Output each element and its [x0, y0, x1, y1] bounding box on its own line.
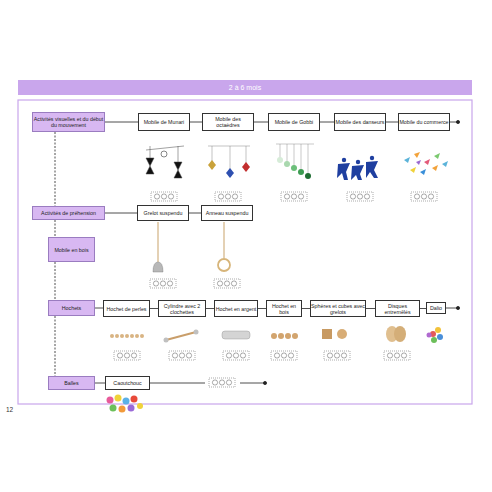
box-label: Activités de préhension — [41, 210, 96, 216]
item-box: Anneau suspendu — [201, 205, 253, 221]
item-box: Grelot suspendu — [137, 205, 189, 221]
item-box: Dalio — [426, 302, 446, 314]
category-box: Hochets — [48, 300, 95, 316]
hochets-illustrations — [110, 326, 443, 343]
timeline-line — [206, 308, 214, 309]
timeline-line — [302, 308, 310, 309]
timeline-line — [95, 308, 103, 309]
timeline-line — [386, 122, 398, 123]
box-label: Cylindre avec 2 clochettes — [159, 303, 205, 315]
title-band: 2 à 6 mois — [18, 80, 472, 95]
category-box: Activités de préhension — [32, 206, 105, 220]
timeline-line — [189, 213, 201, 214]
item-box: Hochet de perles — [103, 300, 150, 317]
check-circles — [114, 192, 437, 387]
timeline-line — [366, 308, 375, 309]
box-label: Mobile des octaèdres — [203, 116, 253, 128]
mobile-munari — [146, 146, 184, 178]
item-box: Mobile du commerce — [398, 113, 450, 131]
item-box: Mobile de Munari — [138, 113, 190, 131]
dashed-spine — [55, 262, 56, 300]
balles-illustration — [107, 395, 144, 413]
timeline-line — [150, 308, 158, 309]
timeline-line — [190, 122, 202, 123]
box-label: Balles — [64, 380, 78, 386]
box-label: Sphères et cubes avec grelots — [311, 303, 365, 315]
box-label: Mobile de Gobbi — [275, 119, 314, 125]
item-box: Disques entremêlés — [375, 300, 420, 317]
dashed-spine — [55, 316, 56, 376]
box-label: Activités visuelles et du début du mouve… — [33, 116, 104, 128]
timeline-line — [105, 213, 137, 214]
category-box: Balles — [48, 376, 95, 390]
dashed-spine — [55, 132, 56, 206]
anneau-illustration — [218, 222, 230, 271]
timeline-line — [105, 122, 138, 123]
box-label: Mobile en bois — [54, 247, 88, 253]
timeline-line — [254, 122, 268, 123]
box-label: Mobile des danseurs — [336, 119, 385, 125]
grelot-illustration — [153, 222, 163, 272]
mobile-commerce — [404, 152, 448, 175]
item-box: Mobile de Gobbi — [268, 113, 320, 131]
mobile-gobbi — [276, 144, 314, 179]
box-label: Mobile de Munari — [144, 119, 185, 125]
box-label: Hochet de perles — [106, 306, 146, 312]
box-label: Disques entremêlés — [376, 303, 419, 315]
dashed-spine — [55, 220, 56, 237]
item-box: Hochet en argent — [214, 300, 258, 317]
timeline-line — [258, 308, 266, 309]
category-box: Activités visuelles et du début du mouve… — [32, 112, 105, 132]
item-box: Hochet en bois — [266, 300, 302, 317]
box-label: Dalio — [430, 305, 442, 311]
item-box: Caoutchouc — [105, 376, 150, 390]
box-label: Caoutchouc — [113, 380, 141, 386]
timeline-line — [320, 122, 334, 123]
page-number: 12 — [6, 406, 13, 413]
box-label: Hochets — [62, 305, 81, 311]
box-label: Hochet en bois — [267, 303, 301, 315]
box-label: Grelot suspendu — [144, 210, 183, 216]
category-box: Mobile en bois — [48, 237, 95, 262]
item-box: Mobile des danseurs — [334, 113, 386, 131]
item-box: Mobile des octaèdres — [202, 113, 254, 131]
item-box: Cylindre avec 2 clochettes — [158, 300, 206, 317]
box-label: Hochet en argent — [216, 306, 257, 312]
frame — [18, 100, 472, 404]
box-label: Anneau suspendu — [206, 210, 249, 216]
mobile-octaedres — [208, 146, 250, 178]
item-box: Sphères et cubes avec grelots — [310, 300, 366, 317]
box-label: Mobile du commerce — [399, 119, 448, 125]
mobile-danseurs — [337, 156, 378, 180]
line-ends — [150, 120, 460, 384]
timeline-line — [95, 383, 105, 384]
